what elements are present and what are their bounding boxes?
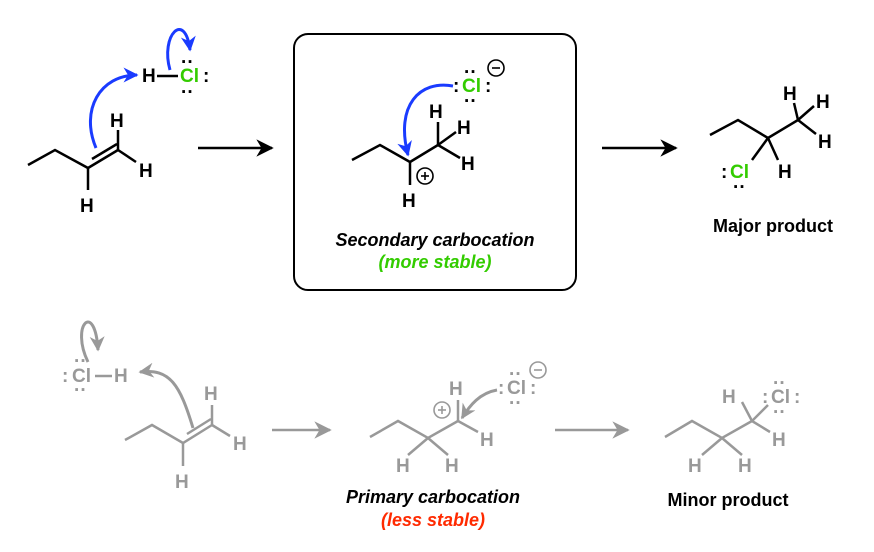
atom-cl: Cl bbox=[72, 366, 91, 387]
positive-charge-icon bbox=[433, 401, 451, 419]
curved-arrow-bond-to-cl bbox=[80, 320, 105, 363]
lone-pair: ·· bbox=[74, 380, 87, 401]
atom-cl: Cl bbox=[462, 76, 481, 97]
secondary-carbocation-structure: H H H H bbox=[351, 102, 475, 212]
major-product-label: Major product bbox=[713, 216, 833, 236]
bottom-starting-alkene: H H H bbox=[124, 384, 247, 493]
lone-pair: ·· bbox=[773, 402, 786, 423]
atom-h: H bbox=[204, 384, 218, 405]
atom-h: H bbox=[688, 456, 702, 477]
atom-h: H bbox=[396, 456, 410, 477]
lone-pair: ·· bbox=[181, 82, 194, 103]
atom-h: H bbox=[461, 154, 475, 175]
atom-h: H bbox=[783, 84, 797, 105]
lone-pair: ·· bbox=[509, 393, 522, 414]
atom-h: H bbox=[445, 456, 459, 477]
atom-cl: Cl bbox=[507, 378, 526, 399]
atom-h: H bbox=[722, 387, 736, 408]
lone-pair: ·· bbox=[509, 364, 522, 385]
major-product-structure: H H H H : Cl ·· bbox=[709, 84, 832, 198]
lone-pair: ·· bbox=[773, 373, 786, 394]
lone-pair: ·· bbox=[464, 91, 477, 112]
atom-h: H bbox=[738, 456, 752, 477]
lone-pair: : bbox=[62, 366, 68, 387]
lone-pair: ·· bbox=[733, 177, 746, 198]
atom-h: H bbox=[429, 102, 443, 123]
atom-h: H bbox=[142, 66, 156, 87]
atom-h: H bbox=[818, 132, 832, 153]
atom-h: H bbox=[772, 430, 786, 451]
atom-cl: Cl bbox=[730, 162, 749, 183]
lone-pair: : bbox=[530, 378, 536, 399]
atom-h: H bbox=[139, 161, 153, 182]
curved-arrow-pi-to-h bbox=[138, 362, 195, 429]
curved-arrow-cl-to-carbocation bbox=[460, 388, 498, 420]
curved-arrow-cl-to-carbocation bbox=[397, 83, 454, 157]
top-hcl: H Cl ·· ·· : bbox=[142, 52, 209, 103]
chloride-ion-top: : Cl ·· ·· : bbox=[453, 59, 505, 112]
atom-cl: Cl bbox=[180, 66, 199, 87]
lone-pair: : bbox=[453, 76, 459, 97]
curved-arrow-pi-to-h bbox=[89, 67, 139, 149]
atom-cl: Cl bbox=[771, 387, 790, 408]
atom-h: H bbox=[110, 111, 124, 132]
atom-h: H bbox=[816, 92, 830, 113]
lone-pair: ·· bbox=[464, 62, 477, 83]
minor-product-structure: H H H H : Cl ·· ·· : bbox=[664, 373, 800, 477]
chloride-ion-bottom: : Cl ·· ·· : bbox=[498, 361, 547, 414]
negative-charge-icon bbox=[529, 361, 547, 379]
atom-h: H bbox=[175, 472, 189, 493]
atom-h: H bbox=[80, 196, 94, 217]
atom-h: H bbox=[402, 191, 416, 212]
curved-arrow-bond-to-cl bbox=[166, 28, 196, 71]
positive-charge-icon bbox=[416, 167, 434, 185]
atom-h: H bbox=[457, 118, 471, 139]
lone-pair: : bbox=[498, 378, 504, 399]
lone-pair: : bbox=[762, 387, 768, 408]
more-stable-label: (more stable) bbox=[378, 252, 491, 272]
lone-pair: ·· bbox=[74, 351, 87, 372]
atom-h: H bbox=[480, 430, 494, 451]
primary-carbocation-structure: H H H H bbox=[369, 379, 494, 477]
lone-pair: : bbox=[721, 162, 727, 183]
lone-pair: ·· bbox=[181, 52, 194, 73]
primary-carbocation-label: Primary carbocation bbox=[346, 487, 520, 507]
lone-pair: : bbox=[794, 387, 800, 408]
less-stable-label: (less stable) bbox=[381, 510, 485, 530]
atom-h: H bbox=[114, 366, 128, 387]
negative-charge-icon bbox=[487, 59, 505, 77]
atom-h: H bbox=[449, 379, 463, 400]
lone-pair: : bbox=[485, 76, 491, 97]
minor-product-label: Minor product bbox=[668, 490, 789, 510]
highlight-box bbox=[293, 33, 577, 291]
bottom-hcl: : Cl ·· ·· H bbox=[62, 351, 128, 401]
secondary-carbocation-label: Secondary carbocation bbox=[335, 230, 534, 250]
atom-h: H bbox=[233, 434, 247, 455]
top-starting-alkene: H H H bbox=[27, 111, 153, 217]
atom-h: H bbox=[778, 162, 792, 183]
lone-pair: : bbox=[203, 66, 209, 87]
